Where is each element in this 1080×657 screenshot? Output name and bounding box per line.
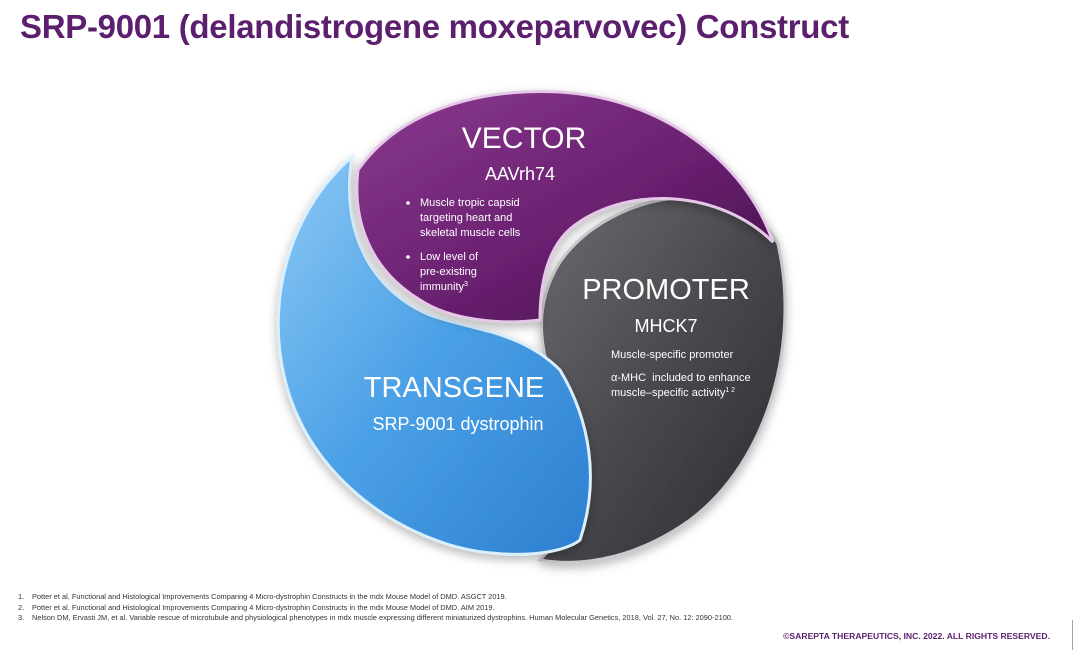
footnote-text: Nelson DM, Ervasti JM, et al. Variable r… — [32, 613, 733, 623]
transgene-sub: SRP-9001 dystrophin — [372, 414, 543, 434]
vector-bullet2-line3-text: immunity — [420, 281, 465, 293]
promoter-superscript: 1 2 — [725, 387, 735, 394]
vector-bullet1-line2: targeting heart and — [420, 212, 512, 224]
footnote-number: 1. — [18, 592, 25, 601]
promoter-line3-text: muscle–specific activity — [611, 387, 726, 399]
footnotes-list: 1. Potter et al. Functional and Histolog… — [18, 592, 738, 624]
vector-bullet1-line3: skeletal muscle cells — [420, 227, 521, 239]
footnote-item: 1. Potter et al. Functional and Histolog… — [18, 592, 738, 603]
vector-bullet1-line1: Muscle tropic capsid — [420, 197, 520, 209]
vector-bullet2-line2: pre-existing — [420, 266, 477, 278]
transgene-segment — [276, 153, 592, 556]
copyright-notice: ©SAREPTA THERAPEUTICS, INC. 2022. ALL RI… — [783, 631, 1050, 641]
footnote-text: Potter et al. Functional and Histologica… — [32, 602, 495, 612]
promoter-line1: Muscle-specific promoter — [611, 349, 734, 361]
footnote-number: 3. — [18, 613, 25, 623]
promoter-line3: muscle–specific activity1 2 — [611, 387, 735, 399]
vector-bullet-dot-1 — [406, 201, 410, 205]
vector-bullet2-line3: immunity3 — [420, 281, 468, 293]
footnote-text: Potter et al. Functional and Histologica… — [32, 592, 507, 601]
vector-heading: VECTOR — [462, 122, 586, 155]
footnote-number: 2. — [18, 602, 25, 612]
footnote-item: 3. Nelson DM, Ervasti JM, et al. Variabl… — [18, 613, 738, 624]
vector-sub: AAVrh74 — [485, 164, 555, 184]
promoter-line2: α-MHC included to enhance — [611, 372, 751, 384]
vector-segment — [355, 90, 775, 324]
page-title: SRP-9001 (delandistrogene moxeparvovec) … — [20, 8, 849, 45]
vector-bullet2-superscript: 3 — [464, 281, 468, 288]
promoter-heading: PROMOTER — [582, 274, 750, 306]
vector-bullet2-line1: Low level of — [420, 251, 479, 263]
promoter-sub: MHCK7 — [634, 316, 697, 336]
transgene-heading: TRANSGENE — [364, 372, 544, 404]
vector-bullet-dot-2 — [406, 255, 410, 259]
slide-edge-divider — [1072, 620, 1073, 650]
footnote-item: 2. Potter et al. Functional and Histolog… — [18, 603, 738, 614]
